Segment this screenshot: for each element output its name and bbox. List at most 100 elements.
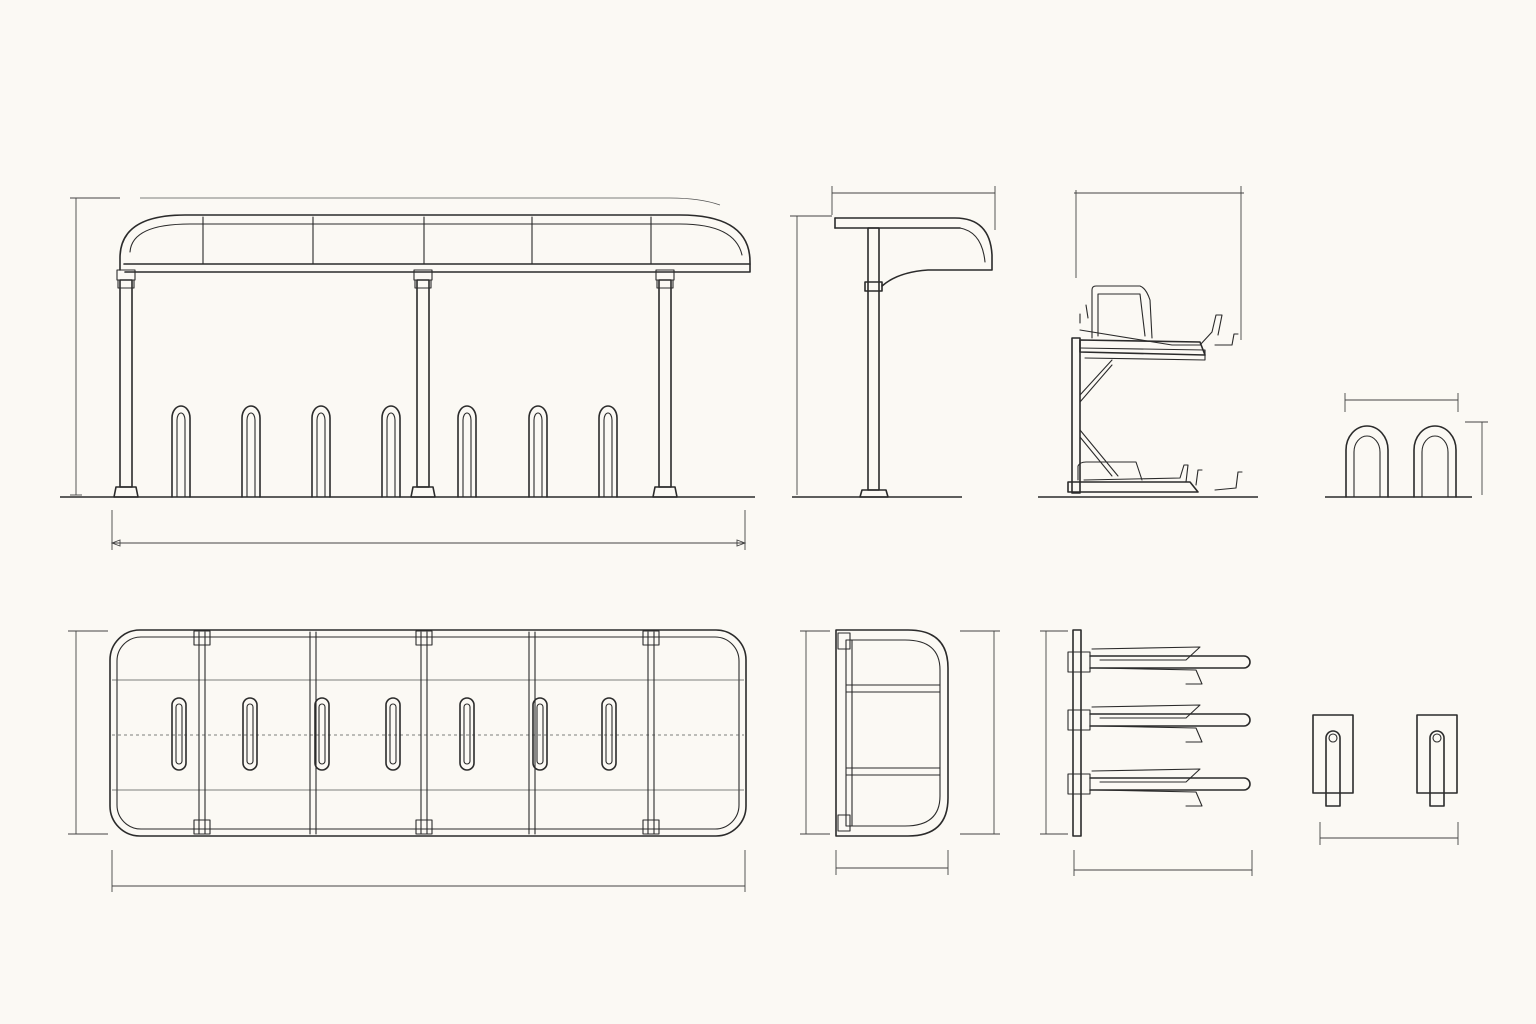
tier-plan-arm	[1067, 768, 1251, 807]
hoop-rack	[1413, 425, 1457, 498]
post-footprint-top	[415, 630, 433, 646]
rack-upright	[1071, 337, 1081, 494]
plan-rack	[532, 697, 548, 771]
bike-rack-hoop	[241, 405, 261, 498]
side-plan-post-bottom	[837, 814, 851, 832]
roof-outline	[119, 214, 751, 273]
plan-length-dimension	[111, 850, 746, 892]
hoop-outer	[598, 405, 618, 498]
base-plate	[1416, 714, 1458, 794]
post-collar	[414, 279, 432, 289]
lower-tray-arm	[1083, 464, 1189, 483]
hoop-base-plate	[1416, 714, 1458, 807]
hoop-inner	[603, 412, 613, 498]
plan-rack-outer	[171, 697, 187, 771]
plan-bike-racks	[171, 697, 617, 771]
hoop-inner	[176, 412, 186, 498]
two-tier-rack-plan	[1040, 629, 1253, 876]
hoop-plan-dim	[1319, 822, 1459, 845]
arm-tray-lower	[1095, 667, 1203, 685]
two-tier-rack-elevation	[1038, 186, 1258, 498]
post-footprint-top	[193, 630, 211, 646]
plan-divider	[309, 631, 317, 835]
hoop-base-plate	[1312, 714, 1354, 807]
bike-rack-hoop	[598, 405, 618, 498]
plan-rack-outer	[385, 697, 401, 771]
lower-tray-rail	[1077, 461, 1143, 481]
plan-inner-outline	[116, 636, 740, 830]
plan-rack	[242, 697, 258, 771]
height-dimension	[70, 197, 120, 496]
post-shaft	[119, 279, 133, 488]
shelter-side-plan	[800, 629, 1000, 875]
plan-rack	[385, 697, 401, 771]
tier-plan-dims	[1040, 630, 1253, 876]
post-collar	[117, 279, 135, 289]
tier-plan-rail	[1072, 629, 1082, 837]
rack-brace-lower	[1079, 429, 1119, 477]
hoop-footprint	[1325, 730, 1341, 807]
plan-rack-inner	[536, 703, 544, 765]
hoop-outer	[528, 405, 548, 498]
post-base-plate	[652, 486, 678, 498]
side-post-collar	[864, 281, 883, 292]
plan-rack-inner	[389, 703, 397, 765]
bike-rack-hoop	[528, 405, 548, 498]
tier-plan-arm	[1067, 646, 1251, 685]
upper-tray	[1079, 339, 1206, 356]
side-plan-post-top	[837, 632, 851, 650]
hoop-outer	[241, 405, 261, 498]
arm-bracket	[1067, 651, 1091, 673]
plan-rack	[314, 697, 330, 771]
arm-bracket	[1067, 773, 1091, 795]
arm-tray-lower	[1095, 789, 1203, 807]
post-shaft	[416, 279, 430, 488]
upper-tray-hook	[1079, 304, 1089, 324]
hoop-footprint-hole	[1432, 733, 1442, 743]
shelter-side-elevation	[790, 186, 996, 498]
plan-divider	[415, 630, 433, 835]
plan-outline	[109, 629, 747, 837]
arm-bracket	[1067, 709, 1091, 731]
roof-top-edge	[140, 197, 721, 206]
shelter-post	[410, 269, 436, 498]
hoop-rack	[1345, 425, 1389, 498]
roof-ribs	[202, 216, 652, 265]
side-plan-outline	[835, 629, 949, 837]
upper-tray-arm	[1079, 314, 1223, 346]
side-roof	[834, 217, 993, 287]
arm-rail	[1089, 655, 1251, 669]
arm-tray	[1091, 646, 1201, 661]
plan-rack	[171, 697, 187, 771]
plan-rack-inner	[318, 703, 326, 765]
plan-divider	[193, 630, 211, 835]
plan-rack	[601, 697, 617, 771]
hoop-inner	[533, 412, 543, 498]
plan-divider	[642, 630, 660, 835]
hoop-outer	[1345, 425, 1389, 498]
hoop-inner	[316, 412, 326, 498]
side-post	[867, 227, 880, 491]
shelter-post	[113, 269, 139, 498]
upper-tray-rail	[1091, 285, 1153, 339]
post-footprint-top	[642, 630, 660, 646]
side-post-base	[859, 489, 889, 498]
plan-rack-inner	[246, 703, 254, 765]
post-base-plate	[410, 486, 436, 498]
side-plan-dims	[800, 630, 1000, 875]
post-collar	[656, 279, 674, 289]
arm-tray	[1091, 768, 1201, 783]
shelter-post	[652, 269, 678, 498]
rack-brace-upper	[1079, 359, 1113, 403]
plan-rack-inner	[463, 703, 471, 765]
shelter-front-elevation	[60, 197, 755, 550]
plan-dividers	[193, 630, 660, 835]
side-plan-inner	[845, 639, 941, 827]
hoop-inner	[386, 412, 396, 498]
length-dimension	[110, 510, 747, 550]
post-footprint-bottom	[642, 819, 660, 835]
bike-rack-hoop	[311, 405, 331, 498]
hoop-inner	[1421, 435, 1449, 498]
hoop-outer	[171, 405, 191, 498]
arm-tray-lower	[1095, 725, 1203, 743]
